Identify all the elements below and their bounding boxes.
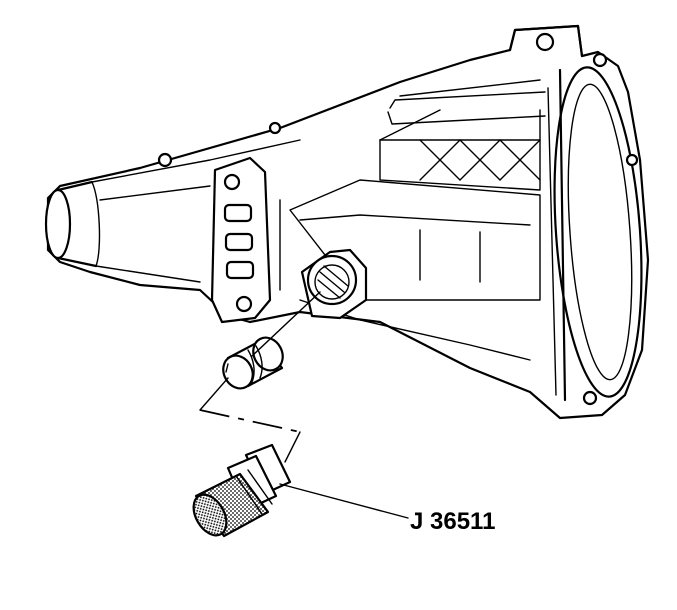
extension-housing — [44, 24, 650, 420]
tool-callout-label: J 36511 — [410, 508, 496, 535]
bushing-seal — [222, 336, 284, 390]
alignment-centerline — [199, 291, 321, 463]
j-36511-installer-tool — [192, 443, 292, 538]
callout-leader-line — [279, 483, 409, 519]
